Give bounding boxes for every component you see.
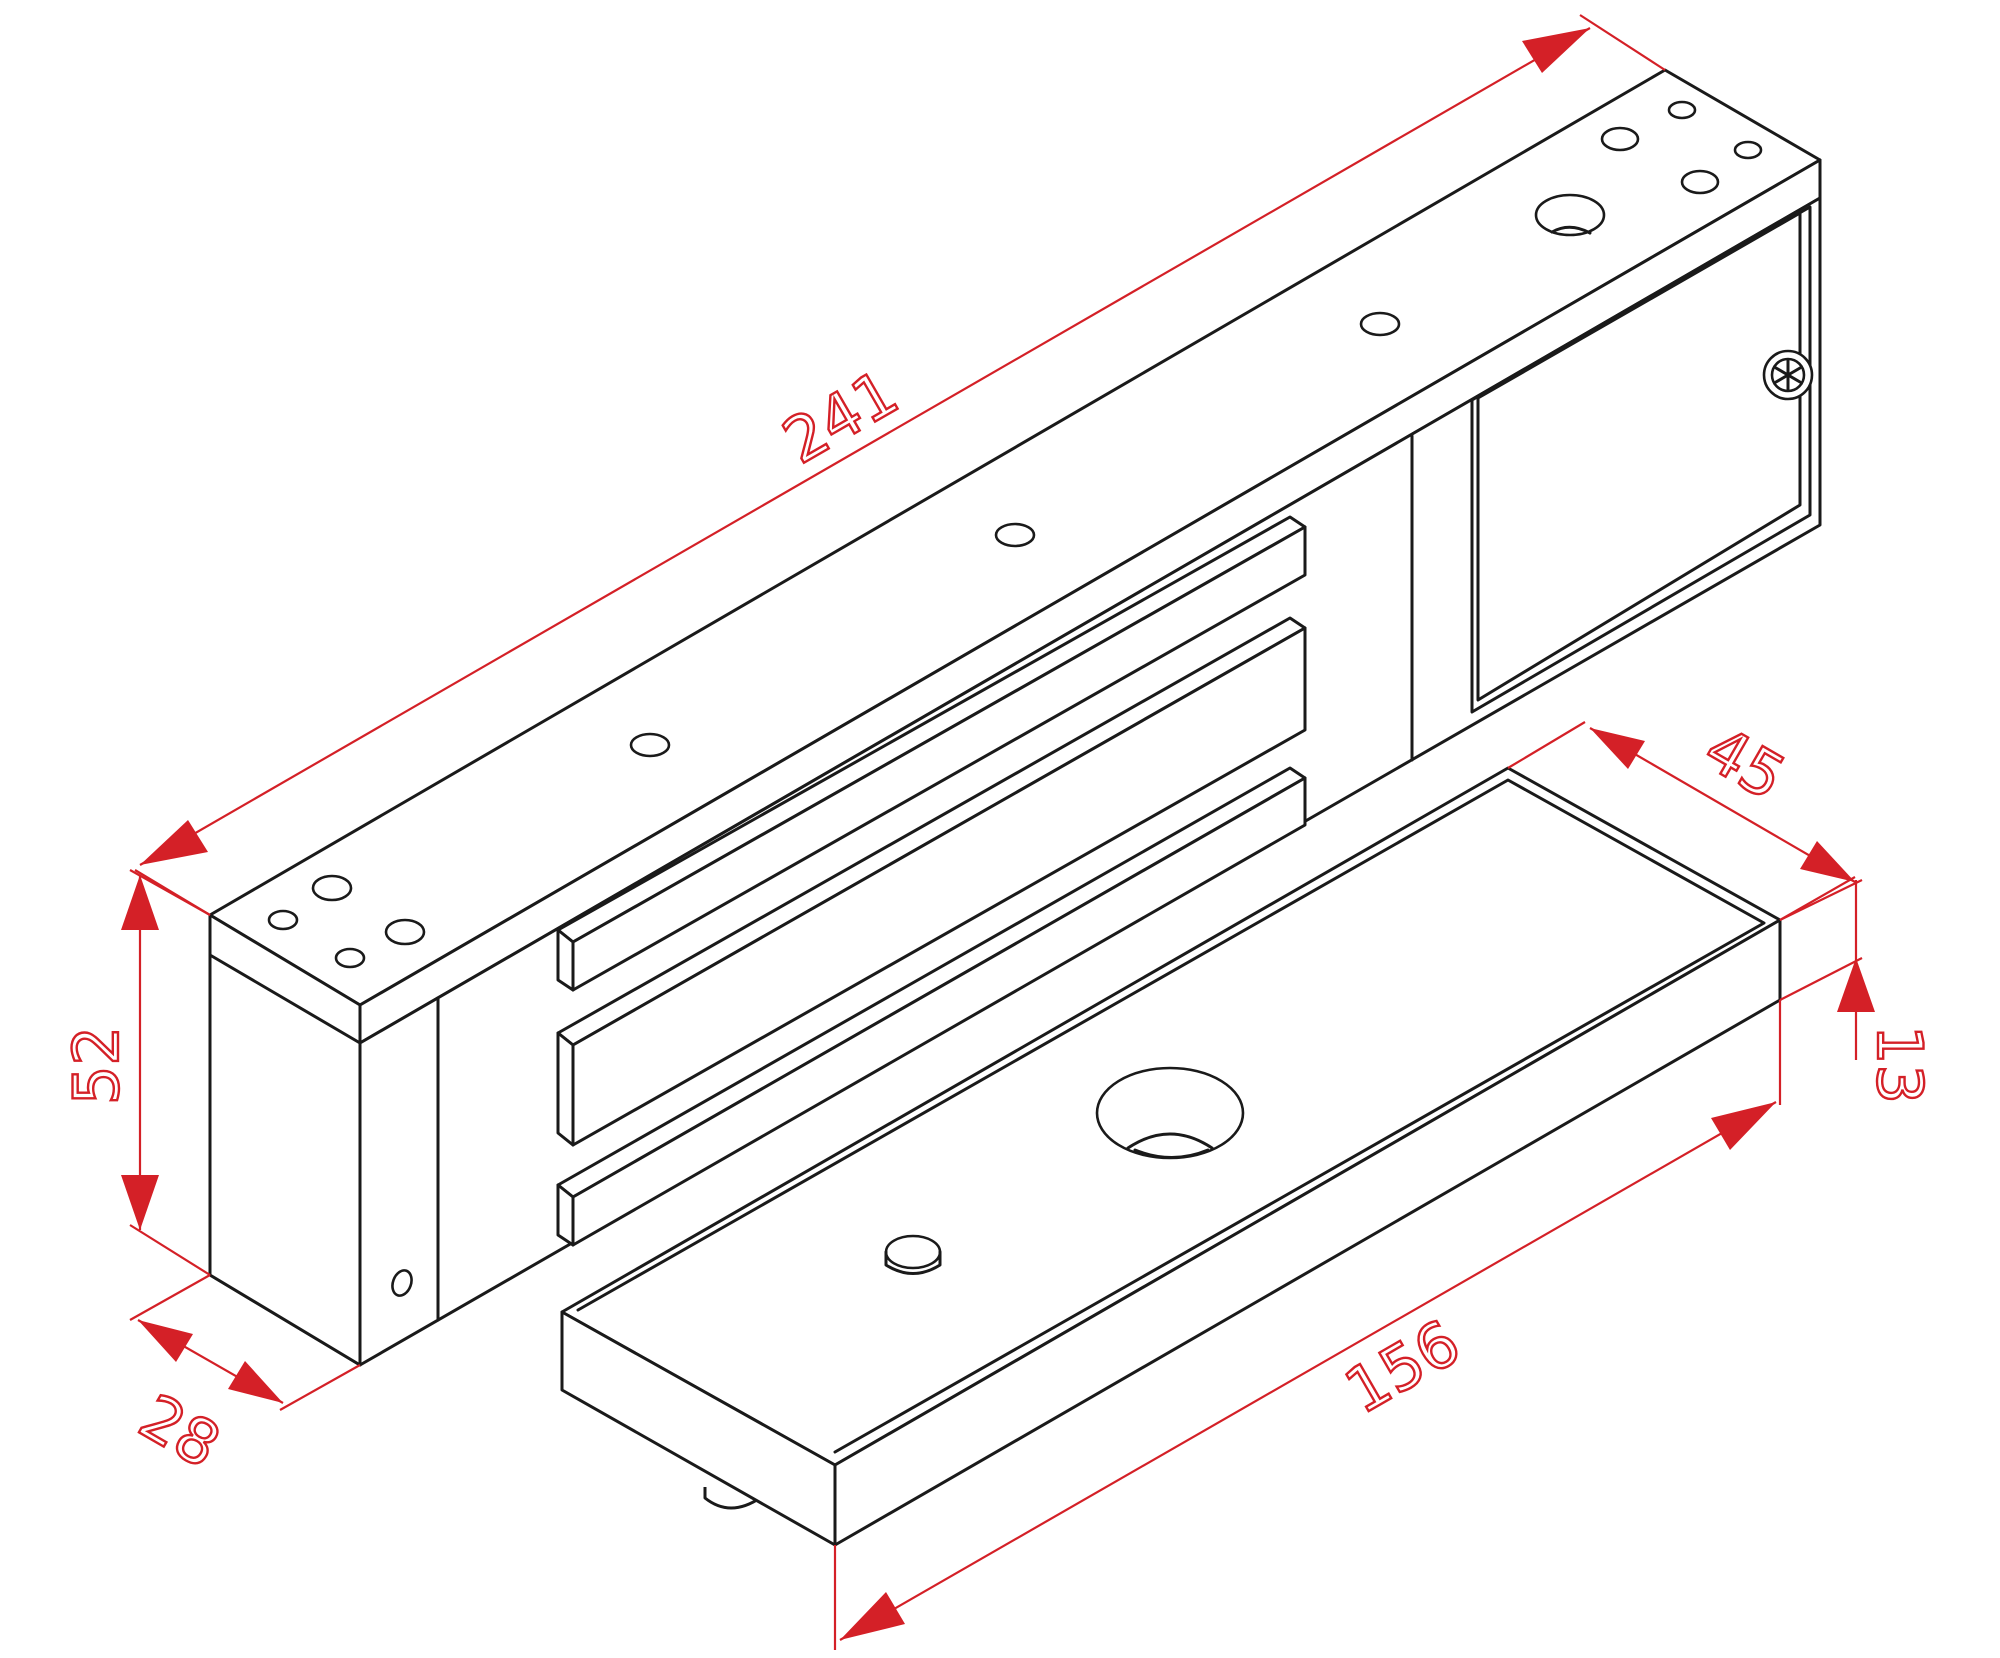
dim-label-45: 45 <box>1693 712 1798 815</box>
top-hole-mid-2 <box>994 522 1036 548</box>
top-hole-left-2 <box>267 909 299 931</box>
top-hole-large-inner <box>1550 225 1592 235</box>
dim-label-28: 28 <box>128 1380 233 1483</box>
top-hole-right-1 <box>1600 126 1640 152</box>
dim-label-52: 52 <box>60 1026 133 1105</box>
dimension-13: 13 <box>1779 879 1937 1105</box>
top-hole-right-4 <box>1733 140 1763 160</box>
plate-counterbore <box>1095 1066 1245 1160</box>
dim-label-13: 13 <box>1863 1025 1936 1104</box>
plate-pin <box>884 1234 942 1275</box>
dimension-52: 52 <box>59 869 211 1276</box>
top-hole-left-1 <box>311 874 353 902</box>
cover-plate-inner <box>1476 211 1802 702</box>
plate-chamfer <box>576 778 1766 1454</box>
top-hole-mid-1 <box>629 732 671 758</box>
core-bar-1 <box>556 515 1307 992</box>
dim-label-156: 156 <box>1333 1306 1472 1428</box>
top-hole-left-3 <box>384 918 426 946</box>
top-hole-mid-3 <box>1359 311 1401 337</box>
core-bar-3 <box>556 766 1307 1247</box>
top-hole-right-2 <box>1667 100 1697 120</box>
armature-plate <box>560 766 1782 1547</box>
end-face-hole <box>391 1269 413 1297</box>
top-hole-large <box>1534 193 1606 237</box>
plate-counterbore-bottom <box>1133 1148 1210 1159</box>
top-hole-right-3 <box>1680 169 1720 195</box>
top-hole-left-4 <box>334 947 366 969</box>
plate-counterbore-inner <box>1126 1132 1214 1150</box>
magnet-body <box>208 68 1822 1367</box>
cover-screw-icon <box>1762 349 1814 401</box>
core-bar-2 <box>556 616 1307 1147</box>
